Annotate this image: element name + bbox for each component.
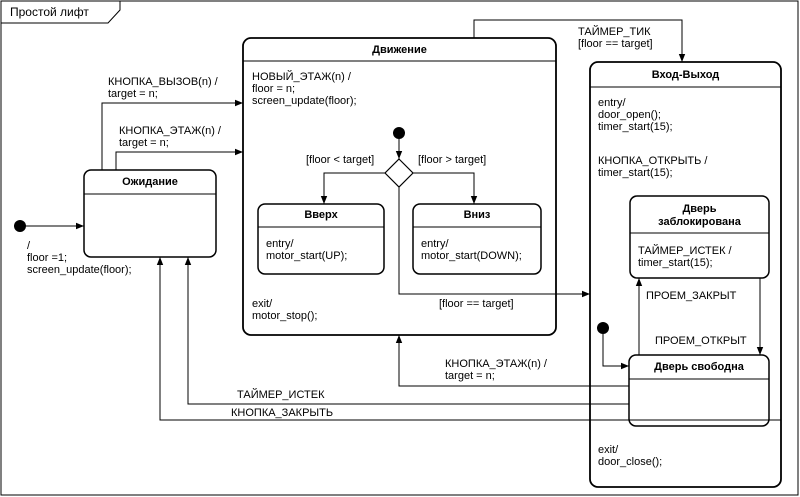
- transition-guard-greater: [413, 172, 478, 204]
- state-io-exit-text: exit/ door_close();: [598, 444, 663, 468]
- state-door-locked-title: Дверь заблокирована: [658, 203, 741, 228]
- frame-tab: [1, 1, 121, 24]
- transition-guard-less: [320, 172, 385, 204]
- label-call-button: КНОПКА_ВЫЗОВ(n) / target = n;: [108, 76, 218, 100]
- state-down-box: [412, 203, 542, 275]
- state-io-title: Вход-Выход: [651, 69, 720, 81]
- initial-to-door-free: [602, 334, 629, 370]
- state-idle-title: Ожидание: [122, 176, 178, 188]
- initial-dot-door: [597, 322, 609, 334]
- state-up-box: [257, 203, 385, 275]
- label-guard-less: [floor < target]: [306, 154, 375, 166]
- initial-dot-main: [14, 220, 26, 232]
- state-door-locked-box: [629, 195, 770, 279]
- state-up-body: entry/ motor_start(UP);: [266, 238, 348, 262]
- label-guard-greater: [floor > target]: [418, 154, 487, 166]
- transition-timer-tick: [473, 19, 686, 62]
- state-up-title: Вверх: [304, 209, 338, 221]
- state-io-open-text: КНОПКА_ОТКРЫТЬ / timer_start(15);: [598, 155, 708, 179]
- state-moving-exit-text: exit/ motor_stop();: [252, 298, 318, 322]
- label-close-button: КНОПКА_ЗАКРЫТЬ: [231, 407, 334, 419]
- state-idle-box: [83, 169, 217, 258]
- state-down-title: Вниз: [463, 209, 491, 221]
- transition-timer-expired: [184, 257, 629, 405]
- label-floor-button-bottom: КНОПКА_ЭТАЖ(n) / target = n;: [445, 358, 547, 382]
- label-opening-closed: ПРОЕМ_ЗАКРЫТ: [646, 290, 737, 302]
- initial-dot-moving: [393, 127, 405, 139]
- transition-floor-button-top: [115, 148, 243, 170]
- state-moving-entry-text: НОВЫЙ_ЭТАЖ(n) / floor = n; screen_update…: [252, 71, 357, 107]
- label-guard-equal: [floor == target]: [439, 298, 514, 310]
- state-door-locked-body: ТАЙМЕР_ИСТЕК / timer_start(15);: [638, 245, 732, 269]
- state-moving-title: Движение: [372, 44, 427, 56]
- label-opening-open: ПРОЕМ_ОТКРЫТ: [655, 335, 747, 347]
- transition-close-button: [156, 257, 781, 421]
- label-initial-action: / floor =1; screen_update(floor);: [27, 240, 132, 276]
- label-timer-tick: ТАЙМЕР_ТИК [floor == target]: [578, 26, 653, 50]
- state-door-free-box: [628, 354, 770, 427]
- transition-call-button: [101, 99, 243, 170]
- state-door-free-title: Дверь свободна: [654, 361, 744, 373]
- transition-guard-equal: [398, 187, 590, 298]
- label-timer-expired: ТАЙМЕР_ИСТЕК: [237, 389, 325, 401]
- transition-floor-button-bottom: [395, 335, 629, 387]
- state-io-entry-text: entry/ door_open(); timer_start(15);: [598, 97, 673, 133]
- label-floor-button-top: КНОПКА_ЭТАЖ(n) / target = n;: [119, 125, 221, 149]
- state-down-body: entry/ motor_start(DOWN);: [421, 238, 522, 262]
- frame-title: Простой лифт: [10, 5, 89, 19]
